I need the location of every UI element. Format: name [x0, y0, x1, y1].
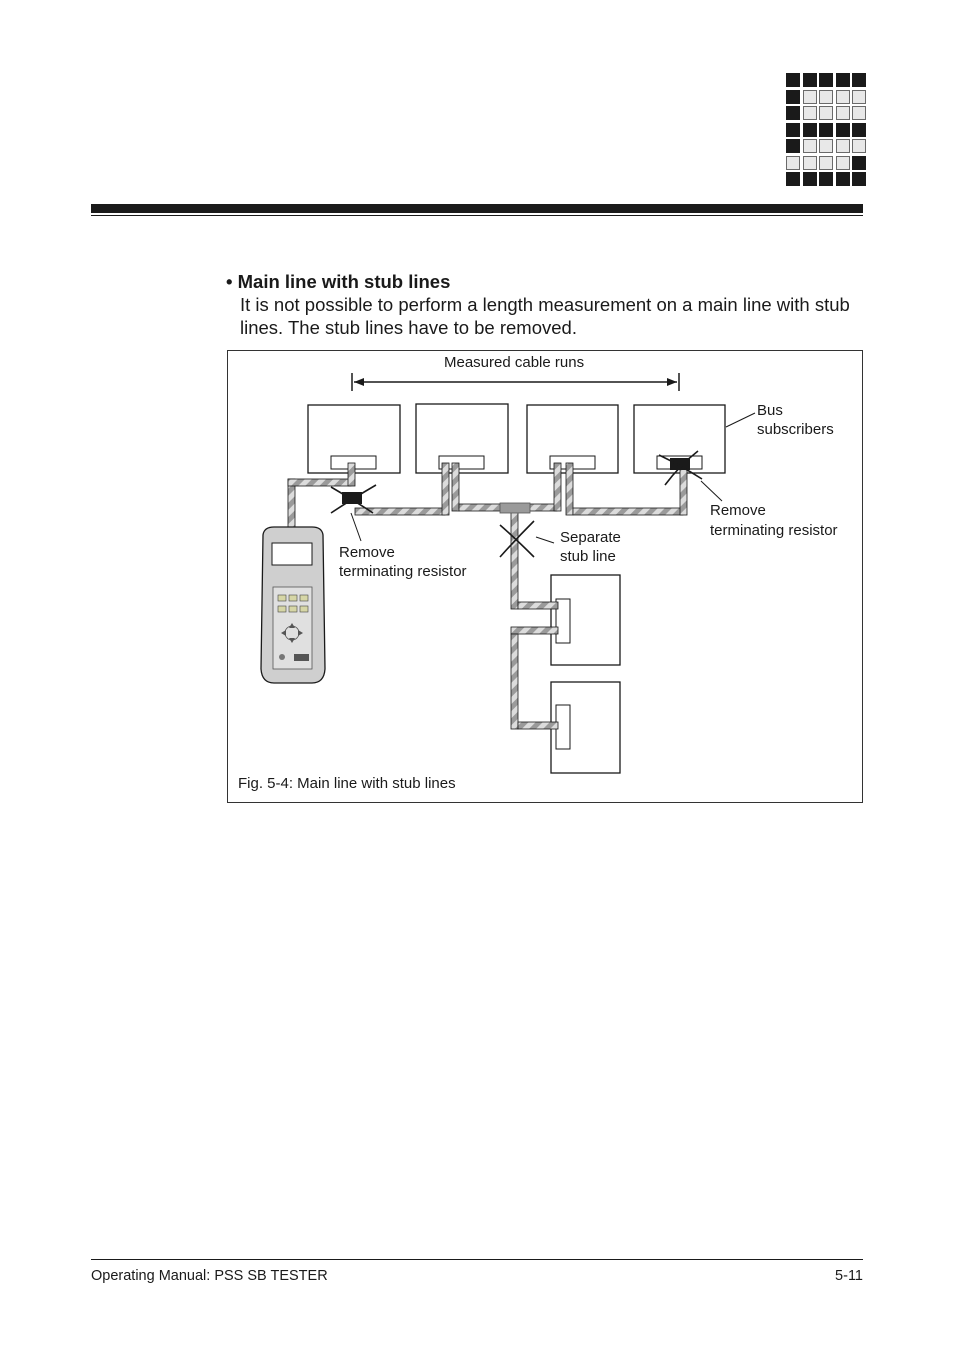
logo-cell	[802, 73, 817, 87]
logo-cell	[802, 155, 817, 170]
footer-manual-title: Operating Manual: PSS SB TESTER	[91, 1268, 328, 1284]
label-separate-line2: stub line	[560, 548, 616, 565]
bus-subscriber-1	[307, 404, 401, 474]
logo-cell	[802, 122, 817, 137]
logo-cell	[786, 89, 800, 104]
logo-cell	[835, 89, 850, 104]
footer-rule	[91, 1259, 863, 1260]
stub-subscriber-1	[550, 574, 621, 666]
section-main-line-stub-lines: • Main line with stub lines It is not po…	[226, 270, 866, 339]
logo-cell	[852, 155, 866, 170]
label-remove-right-line1: Remove	[710, 502, 766, 519]
logo-cell	[835, 172, 850, 186]
logo-cell	[786, 139, 800, 153]
measured-runs-arrow	[351, 373, 680, 391]
bus-cables	[287, 462, 688, 730]
label-remove-left-line2: terminating resistor	[339, 563, 467, 580]
figure-caption: Fig. 5-4: Main line with stub lines	[238, 775, 456, 792]
footer-page-number: 5-11	[835, 1268, 863, 1284]
network-diagram	[260, 373, 756, 774]
logo-cell	[802, 172, 817, 186]
terminating-resistor-right	[670, 458, 690, 470]
logo-cell	[852, 73, 866, 87]
logo-cell	[852, 89, 866, 104]
label-bus-subscribers-line1: Bus	[757, 402, 783, 419]
logo-cell	[819, 106, 833, 120]
logo-cell	[786, 73, 800, 87]
header-rule-thin	[91, 215, 863, 216]
label-remove-right-line2: terminating resistor	[710, 522, 838, 539]
label-remove-left-line1: Remove	[339, 544, 395, 561]
section-body-text: It is not possible to perform a length m…	[240, 294, 850, 338]
leader-lines	[350, 412, 756, 544]
logo-cell	[819, 73, 833, 87]
logo-cell	[835, 73, 850, 87]
cross-marks	[330, 450, 703, 558]
logo-cell	[852, 106, 866, 120]
logo-cell	[819, 122, 833, 137]
logo-cell	[802, 89, 817, 104]
chapter-grid-logo	[786, 73, 866, 186]
logo-cell	[802, 106, 817, 120]
label-measured-cable-runs: Measured cable runs	[444, 354, 585, 371]
figure-main-line-stub-lines: Measured cable runs Bus subscribers Remo…	[227, 350, 863, 803]
logo-cell	[786, 172, 800, 186]
logo-cell	[852, 172, 866, 186]
logo-cell	[819, 155, 833, 170]
bus-subscriber-3	[526, 404, 619, 474]
logo-cell	[786, 122, 800, 137]
terminating-resistor-left	[342, 492, 362, 504]
t-junction	[499, 502, 531, 514]
label-separate-line1: Separate	[560, 529, 621, 546]
logo-cell	[819, 89, 833, 104]
logo-cell	[835, 139, 850, 153]
bus-subscriber-2	[415, 403, 509, 474]
logo-cell	[819, 139, 833, 153]
logo-cell	[802, 139, 817, 153]
header-rule	[91, 204, 863, 213]
handheld-tester	[260, 526, 326, 684]
logo-cell	[852, 122, 866, 137]
logo-cell	[835, 122, 850, 137]
logo-cell	[786, 106, 800, 120]
logo-cell	[835, 106, 850, 120]
label-bus-subscribers-line2: subscribers	[757, 421, 834, 438]
logo-cell	[786, 155, 800, 170]
logo-cell	[819, 172, 833, 186]
logo-cell	[852, 139, 866, 153]
logo-cell	[835, 155, 850, 170]
stub-subscriber-2	[550, 681, 621, 774]
section-heading: • Main line with stub lines	[226, 271, 451, 292]
